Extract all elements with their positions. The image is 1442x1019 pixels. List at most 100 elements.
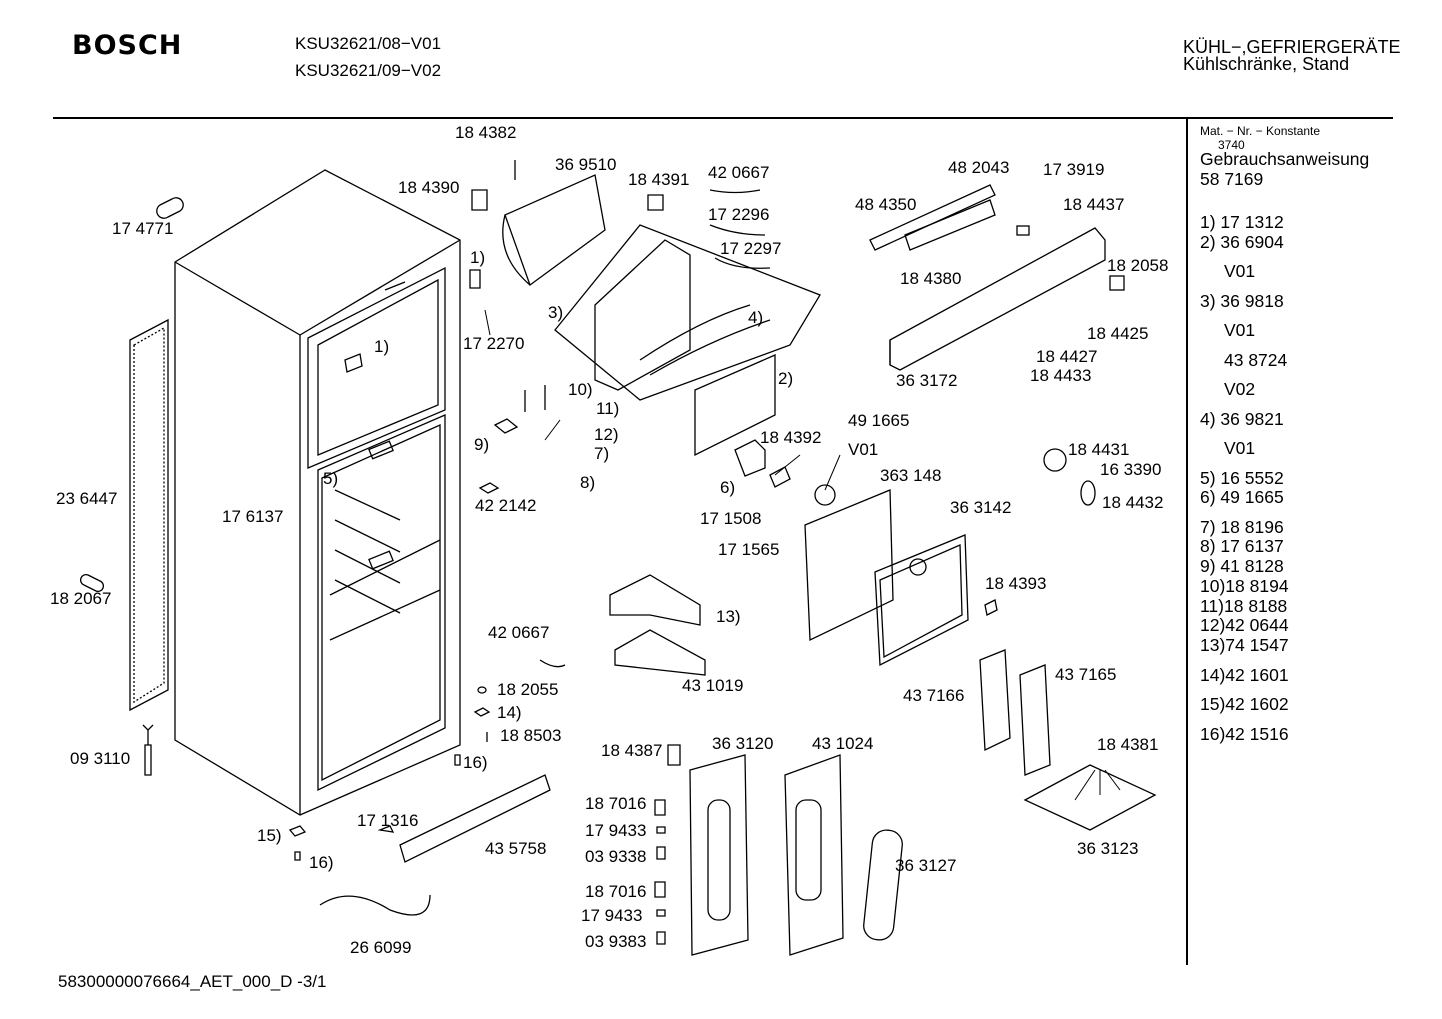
part-label: 26 6099 bbox=[350, 938, 411, 957]
leader-lines bbox=[484, 309, 1121, 801]
part-label: 17 2296 bbox=[708, 205, 769, 224]
part-label: 42 0667 bbox=[488, 623, 549, 642]
part-label: 5) bbox=[323, 469, 338, 488]
small-parts bbox=[142, 160, 1096, 945]
ref-item: 12)42 0644 bbox=[1200, 615, 1289, 635]
air-duct-panels bbox=[804, 489, 998, 667]
base-cover bbox=[319, 774, 551, 916]
ref-item: V02 bbox=[1224, 379, 1256, 399]
part-labels: 18 4382 36 9510 18 4390 18 4391 42 0667 … bbox=[50, 123, 1168, 957]
part-label: 18 7016 bbox=[585, 794, 646, 813]
part-label: 13) bbox=[716, 607, 741, 626]
part-label: 3) bbox=[548, 303, 563, 322]
part-label: 11) bbox=[596, 399, 619, 418]
bosch-logo: BOSCH bbox=[72, 30, 183, 61]
part-label: 48 4350 bbox=[855, 195, 916, 214]
shelf-brackets bbox=[609, 574, 706, 676]
part-label: 03 9383 bbox=[585, 932, 646, 951]
category-line-2: Kühlschränke, Stand bbox=[1183, 54, 1350, 74]
hinge-parts bbox=[979, 649, 1157, 831]
part-label: 43 5758 bbox=[485, 839, 546, 858]
part-label: 363 148 bbox=[880, 466, 941, 485]
part-label: 17 2270 bbox=[463, 334, 524, 353]
sidebar-divider bbox=[1186, 119, 1188, 965]
ref-item: 9) 41 8128 bbox=[1200, 556, 1284, 576]
header-rule bbox=[53, 117, 1393, 119]
part-label: 36 3123 bbox=[1077, 839, 1138, 858]
ref-item: 5) 16 5552 bbox=[1200, 468, 1284, 488]
part-label: 17 1508 bbox=[700, 509, 761, 528]
category-line-1: KÜHL−,GEFRIERGERÄTE bbox=[1183, 37, 1401, 57]
part-label: 18 2067 bbox=[50, 589, 111, 608]
part-label: 43 7165 bbox=[1055, 665, 1116, 684]
sidebar-header: Mat. − Nr. − Konstante bbox=[1200, 124, 1321, 138]
control-panel bbox=[869, 184, 1125, 371]
ref-item: 14)42 1601 bbox=[1200, 665, 1289, 685]
model-number-2: KSU32621/09−V02 bbox=[295, 61, 442, 80]
part-label: 2) bbox=[778, 369, 793, 388]
ref-item: V01 bbox=[1224, 438, 1256, 458]
part-label: 03 9338 bbox=[585, 847, 646, 866]
diagram-drawing bbox=[80, 160, 1157, 956]
ref-item: V01 bbox=[1224, 320, 1256, 340]
part-label: 42 0667 bbox=[708, 163, 769, 182]
part-label: 8) bbox=[580, 473, 595, 492]
part-label: 16) bbox=[463, 753, 488, 772]
ref-item: 11)18 8188 bbox=[1200, 596, 1288, 616]
part-label: 49 1665 bbox=[848, 411, 909, 430]
part-label: 43 7166 bbox=[903, 686, 964, 705]
door-liners bbox=[689, 754, 903, 956]
part-label: 17 2297 bbox=[720, 239, 781, 258]
part-label: 42 2142 bbox=[475, 496, 536, 515]
part-label: 18 8503 bbox=[500, 726, 561, 745]
part-label: 18 4390 bbox=[398, 178, 459, 197]
part-label: 16 3390 bbox=[1100, 460, 1161, 479]
ref-item: 10)18 8194 bbox=[1200, 576, 1289, 596]
ref-item: V01 bbox=[1224, 261, 1256, 281]
part-label: 18 4425 bbox=[1087, 324, 1148, 343]
part-label: 23 6447 bbox=[56, 489, 117, 508]
ref-item: 1) 17 1312 bbox=[1200, 212, 1284, 232]
part-label: 17 6137 bbox=[222, 507, 283, 526]
ref-item: 4) 36 9821 bbox=[1200, 409, 1284, 429]
part-label: 17 1316 bbox=[357, 811, 418, 830]
ref-item: 15)42 1602 bbox=[1200, 694, 1289, 714]
part-label: 6) bbox=[720, 478, 735, 497]
part-label: 15) bbox=[257, 826, 282, 845]
part-label: V01 bbox=[848, 440, 878, 459]
part-label: 16) bbox=[309, 853, 334, 872]
part-label: 18 4437 bbox=[1063, 195, 1124, 214]
part-label: 18 7016 bbox=[585, 882, 646, 901]
part-label: 18 2058 bbox=[1107, 256, 1168, 275]
part-label: 17 9433 bbox=[585, 821, 646, 840]
part-label: 48 2043 bbox=[948, 158, 1009, 177]
part-label: 14) bbox=[497, 703, 522, 722]
part-label: 17 1565 bbox=[718, 540, 779, 559]
condenser-grid bbox=[129, 318, 169, 712]
evaporator-assembly bbox=[502, 174, 821, 457]
ref-item: 13)74 1547 bbox=[1200, 635, 1289, 655]
part-label: 18 2055 bbox=[497, 680, 558, 699]
part-label: 18 4392 bbox=[760, 428, 821, 447]
part-label: 36 3172 bbox=[896, 371, 957, 390]
ref-item: 7) 18 8196 bbox=[1200, 517, 1284, 537]
part-label: 18 4432 bbox=[1102, 493, 1163, 512]
part-label: 18 4393 bbox=[985, 574, 1046, 593]
part-label: 18 4382 bbox=[455, 123, 516, 142]
sidebar-legend: Mat. − Nr. − Konstante 3740 Gebrauchsanw… bbox=[1200, 124, 1369, 189]
part-label: 9) bbox=[474, 435, 489, 454]
ref-item: 3) 36 9818 bbox=[1200, 291, 1284, 311]
part-label: 36 3127 bbox=[895, 856, 956, 875]
part-label: 36 3120 bbox=[712, 734, 773, 753]
part-label: 4) bbox=[748, 308, 763, 327]
part-label: 36 3142 bbox=[950, 498, 1011, 517]
part-label: 1) bbox=[374, 337, 389, 356]
part-label: 43 1024 bbox=[812, 734, 873, 753]
ref-item: 43 8724 bbox=[1224, 350, 1288, 370]
end-caps bbox=[80, 197, 184, 593]
part-label: 10) bbox=[568, 380, 593, 399]
exploded-parts-diagram: 18 4382 36 9510 18 4390 18 4391 42 0667 … bbox=[50, 123, 1168, 957]
sidebar-constant: 3740 bbox=[1218, 138, 1245, 152]
part-label: 18 4433 bbox=[1030, 366, 1091, 385]
manual-number: 58 7169 bbox=[1200, 168, 1264, 189]
